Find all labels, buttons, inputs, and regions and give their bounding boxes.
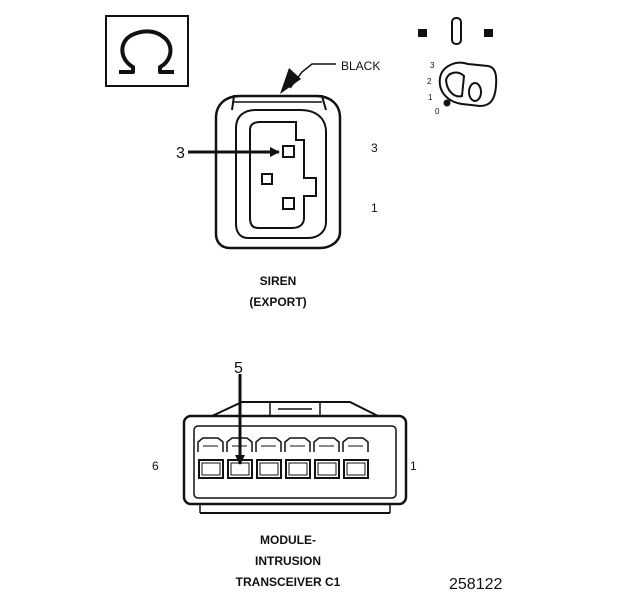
cavity-3 — [284, 437, 311, 479]
module-pin-label-right: 1 — [410, 459, 417, 473]
terminal-cavities — [197, 437, 369, 479]
siren-pin-label-top: 3 — [371, 141, 378, 155]
cavity-6 — [197, 437, 224, 479]
siren-subtitle: (EXPORT) — [249, 295, 306, 309]
siren-pin-label-bottom: 1 — [371, 201, 378, 215]
cavity-4 — [255, 437, 282, 479]
module-title-line1: MODULE- — [260, 533, 316, 547]
key-position-3: 3 — [430, 61, 435, 70]
module-pin-label-left: 6 — [152, 459, 159, 473]
connector-color-label: BLACK — [341, 59, 380, 73]
siren-callout-pin: 3 — [176, 145, 185, 162]
siren-title: SIREN — [260, 274, 297, 288]
key-position-2: 2 — [427, 77, 432, 86]
module-title-line3: TRANSCEIVER C1 — [236, 575, 341, 589]
cavity-1 — [342, 437, 369, 479]
module-title-line2: INTRUSION — [255, 554, 321, 568]
cavity-2 — [313, 437, 340, 479]
siren-connector: BLACK 3 3 1 SIREN (EXPORT) — [176, 59, 380, 309]
module-callout-pin: 5 — [234, 360, 243, 377]
module-connector: 5 6 1 MODULE- INTRUSION TRANSCEIVER C1 — [152, 360, 417, 589]
key-position-0: 0 — [435, 107, 440, 116]
key-position-1: 1 — [428, 93, 433, 102]
ohm-icon — [105, 15, 189, 87]
figure-number: 258122 — [449, 576, 502, 593]
ignition-key-icon: 3 2 1 0 — [418, 17, 498, 116]
